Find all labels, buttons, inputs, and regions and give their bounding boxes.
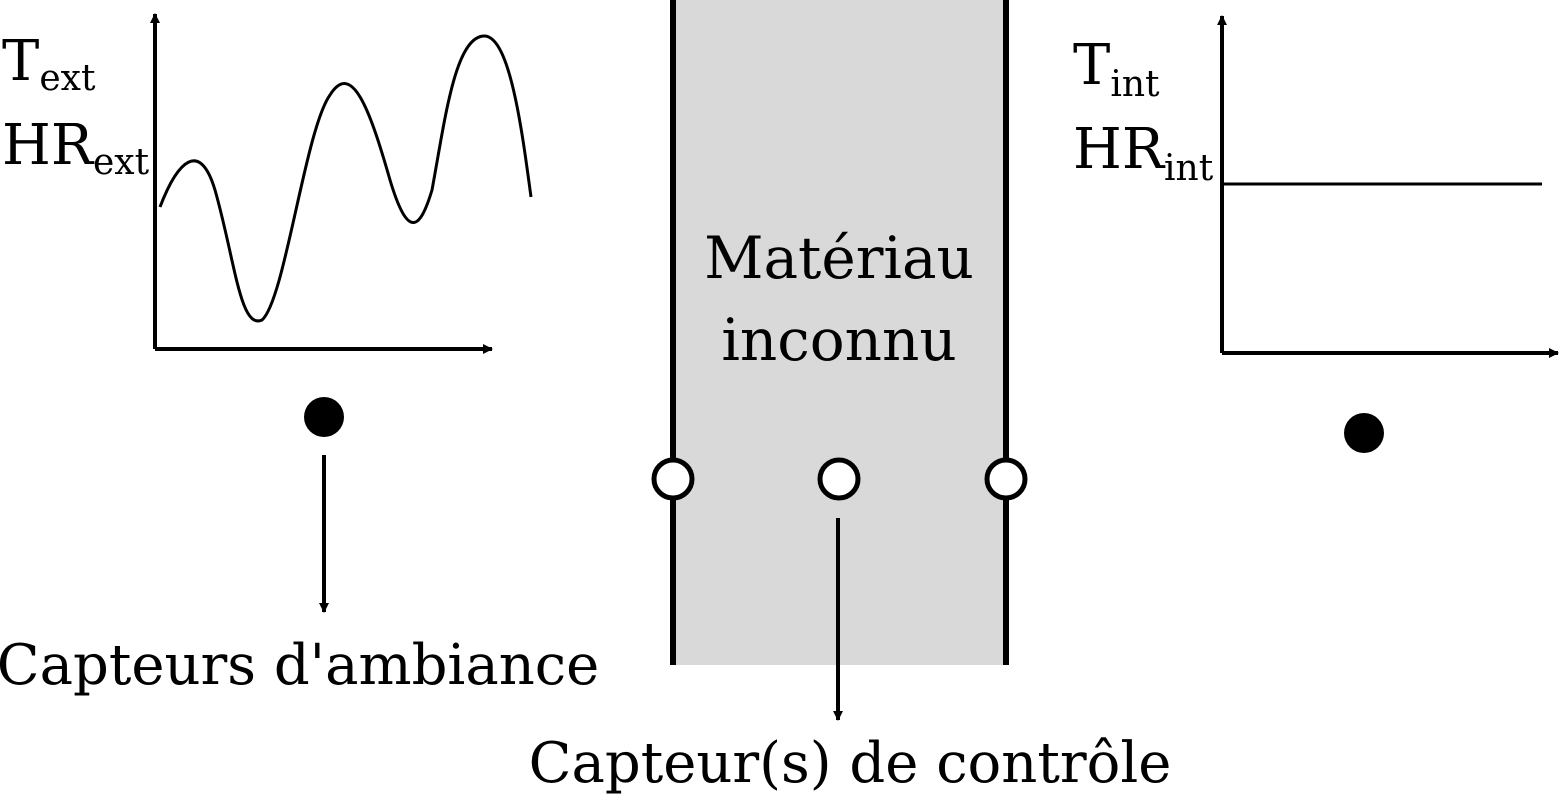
exterior-humidity-symbol: HR [2,113,95,178]
interior-graph: Tint HRint [1073,15,1559,358]
exterior-temperature-subscript: ext [39,58,96,99]
interior-temperature-subscript: int [1110,64,1160,105]
control-sensor-left [651,457,695,501]
interior-temperature-label: Tint [1073,33,1160,105]
control-sensors-label: Capteur(s) de contrôle [529,731,1172,795]
control-sensor-right [984,457,1028,501]
ambient-sensor-interior [1344,413,1384,453]
exterior-conditions-curve [158,34,533,323]
exterior-humidity-subscript: ext [93,142,150,183]
control-sensors: Capteur(s) de contrôle [529,457,1172,795]
material-label-line2: inconnu [721,306,956,374]
exterior-graph: Text HRext [2,13,533,354]
exterior-temperature-label: Text [2,29,96,99]
ambient-sensor-exterior-group: Capteurs d'ambiance [0,397,599,698]
control-sensor-center [817,457,861,501]
exterior-humidity-label: HRext [2,113,150,183]
interior-humidity-symbol: HR [1073,117,1166,182]
interior-humidity-subscript: int [1164,148,1214,189]
ambient-sensor-exterior [304,397,344,437]
exterior-temperature-symbol: T [2,29,39,94]
material-label-line1: Matériau [704,224,974,292]
interior-humidity-label: HRint [1073,117,1214,189]
interior-temperature-symbol: T [1073,33,1110,98]
ambient-sensors-label: Capteurs d'ambiance [0,633,599,698]
